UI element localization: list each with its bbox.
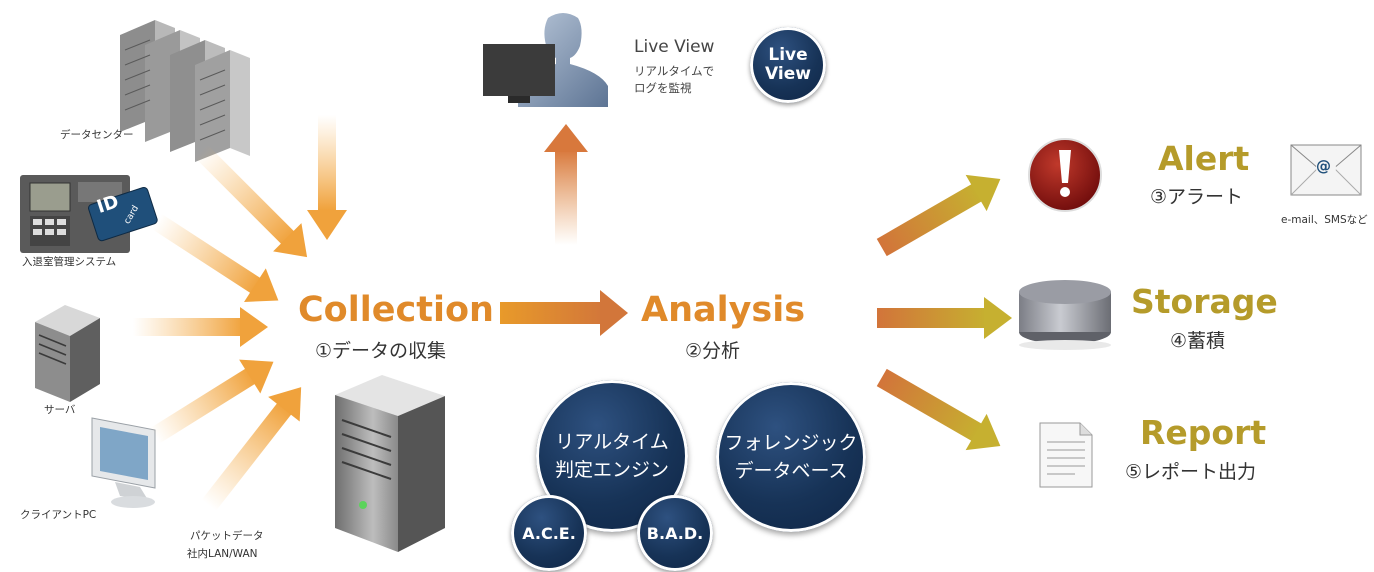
alert-subtitle: ③アラート [1150, 186, 1244, 208]
forensic-database-line1: フォレンジック [724, 432, 858, 454]
alert-exclamation-icon [1028, 138, 1102, 212]
analysis-subtitle: ②分析 [685, 340, 741, 362]
packet-data-label: パケットデータ [190, 530, 264, 542]
ace-badge: A.C.E. [511, 495, 587, 571]
id-card-icon [88, 186, 158, 242]
forensic-database-line2: データベース [734, 460, 848, 482]
packet-capture-server-icon [335, 375, 445, 552]
alert-channels-label: e-mail、SMSなど [1281, 214, 1368, 226]
storage-title: Storage [1131, 282, 1278, 321]
report-document-icon [1039, 422, 1093, 488]
input-arrows [133, 115, 347, 511]
liveview-badge-line2: View [765, 64, 811, 84]
report-subtitle: ⑤レポート出力 [1125, 461, 1257, 483]
liveview-badge-line1: Live [768, 45, 808, 65]
storage-cylinder-icon [1019, 280, 1111, 350]
liveview-line1: リアルタイムで [634, 64, 715, 78]
client-pc-label: クライアントPC [20, 509, 97, 521]
alert-title: Alert [1158, 139, 1250, 178]
lan-wan-label: 社内LAN/WAN [187, 548, 258, 560]
liveview-up-arrow [544, 124, 588, 245]
datacenter-label: データセンター [60, 129, 134, 141]
datacenter-rack-icon [120, 20, 250, 162]
liveview-line2: ログを監視 [634, 81, 692, 95]
server-label: サーバ [44, 404, 76, 416]
collection-subtitle: ①データの収集 [315, 340, 447, 362]
realtime-engine-line2: 判定エンジン [554, 459, 669, 481]
forensic-database-circle: フォレンジック データベース [716, 382, 866, 532]
report-title: Report [1140, 413, 1267, 452]
realtime-engine-line1: リアルタイム [555, 431, 669, 453]
collection-title: Collection [298, 290, 494, 330]
server-icon [35, 305, 100, 402]
mail-envelope-icon [1290, 144, 1362, 196]
client-pc-icon [91, 417, 156, 508]
bad-badge: B.A.D. [637, 495, 713, 571]
collection-to-analysis-arrow [500, 290, 628, 336]
storage-subtitle: ④蓄積 [1170, 330, 1226, 352]
entry-system-label: 入退室管理システム [22, 256, 117, 268]
operator-monitor-icon [483, 13, 608, 107]
liveview-badge: Live View [750, 27, 826, 103]
liveview-title: Live View [634, 37, 715, 57]
analysis-title: Analysis [641, 290, 806, 330]
output-arrows [876, 174, 1012, 451]
mail-at-symbol: @ [1316, 157, 1331, 175]
